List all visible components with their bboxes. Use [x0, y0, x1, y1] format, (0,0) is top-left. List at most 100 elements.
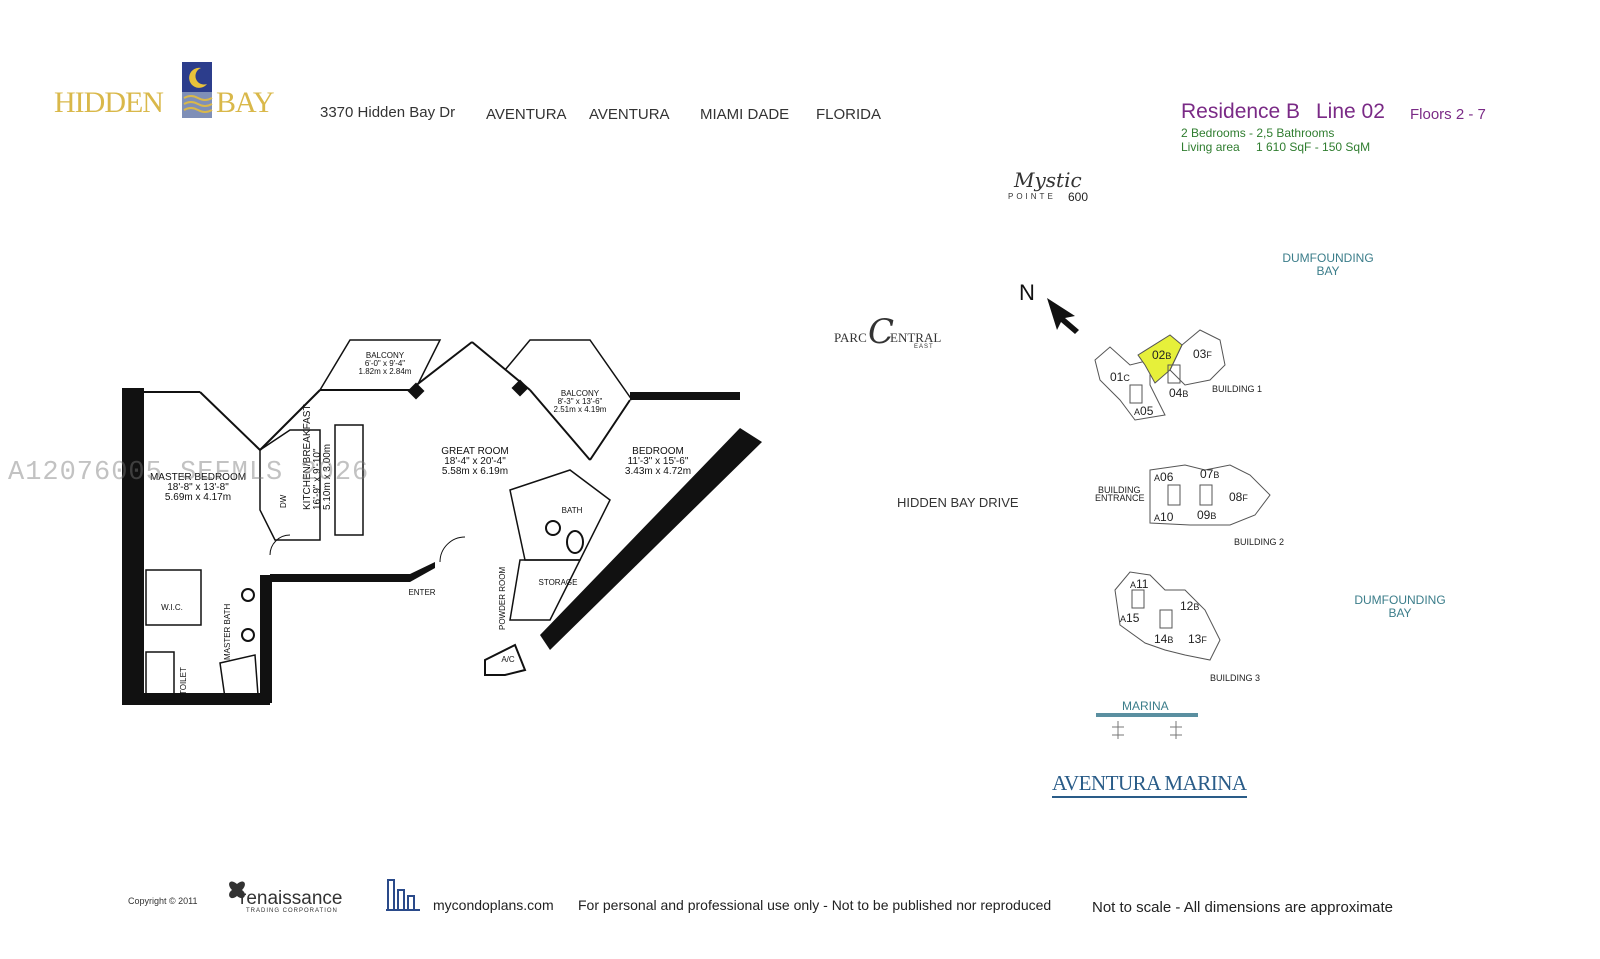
- bedroom-label: BEDROOM: [632, 446, 684, 457]
- balcony-2-dims-imperial: 8'-3" x 13'-6": [558, 397, 603, 406]
- copyright: Copyright © 2011: [128, 896, 198, 906]
- bedroom-dims-imperial: 11'-3" x 15'-6": [628, 456, 689, 467]
- logo-bay-text: BAY: [216, 86, 275, 119]
- balcony-1-dims-imperial: 6'-0" x 9'-4": [365, 359, 405, 368]
- balcony-1-dims-metric: 1.82m x 2.84m: [359, 367, 412, 376]
- unit-02: 02B: [1152, 348, 1171, 362]
- building-1: [1094, 329, 1226, 421]
- aventura-marina-logo: AVENTURA MARINA: [1052, 771, 1247, 798]
- north-arrow-icon: [1047, 298, 1079, 334]
- residence-rooms: 2 Bedrooms - 2,5 Bathrooms: [1181, 126, 1335, 140]
- dumfounding-right-line1: DUMFOUNDING: [1354, 593, 1446, 607]
- master-bedroom-label: MASTER BEDROOM: [150, 472, 246, 483]
- pointe-text: POINTE: [1008, 192, 1056, 201]
- kitchen-label: KITCHEN/BREAKFAST: [302, 404, 313, 510]
- building-entrance-line2: ENTRANCE: [1095, 493, 1145, 503]
- county: MIAMI DADE: [700, 106, 790, 123]
- master-bath-label: MASTER BATH: [223, 603, 232, 660]
- unit-01: 01C: [1110, 370, 1130, 384]
- balcony-2-dims-metric: 2.51m x 4.19m: [554, 405, 607, 414]
- unit-06: A06: [1154, 470, 1174, 484]
- mystic-pointe-logo: Mystic POINTE 600: [1006, 168, 1106, 214]
- site-plan-buildings: 01C 02B 03F 04B A05 BUILDING 1 BUILDING …: [1094, 329, 1284, 683]
- unit-14: 14B: [1154, 632, 1173, 646]
- wall-entry: [270, 562, 435, 582]
- great-room-dims-imperial: 18'-4" x 20'-4": [444, 456, 506, 467]
- unit-03: 03F: [1193, 347, 1212, 361]
- parc-text: PARC: [834, 330, 867, 345]
- great-room-dims-metric: 5.58m x 6.19m: [442, 466, 508, 477]
- toilet-label: TOILET: [179, 667, 188, 695]
- kitchen-dims-metric: 5.10m x 3.00m: [322, 444, 333, 510]
- unit-13: 13F: [1188, 632, 1207, 646]
- city: AVENTURA: [486, 106, 567, 123]
- renaissance-text: renaissance: [240, 888, 343, 909]
- wic-label: W.I.C.: [161, 603, 183, 612]
- marina-dock-icon: [1096, 713, 1198, 739]
- building-2-label: BUILDING 2: [1234, 537, 1284, 547]
- mystic-number: 600: [1068, 190, 1089, 204]
- living-area-value: 1 610 SqF - 150 SqM: [1256, 140, 1371, 154]
- great-room-label: GREAT ROOM: [441, 446, 508, 457]
- master-bedroom-dims-metric: 5.69m x 4.17m: [165, 492, 231, 503]
- bedroom-dims-metric: 3.43m x 4.72m: [625, 466, 691, 477]
- residence-floors: Floors 2 - 7: [1410, 106, 1486, 123]
- central-text: ENTRAL: [890, 330, 942, 345]
- balcony-1-label: BALCONY: [366, 351, 405, 360]
- building-2: [1149, 464, 1271, 526]
- marina-label: MARINA: [1122, 699, 1169, 713]
- building-3: [1114, 571, 1221, 661]
- east-text: EAST: [914, 344, 934, 350]
- residence-line: Line 02: [1316, 100, 1385, 123]
- hidden-bay-logo: HIDDEN BAY: [54, 62, 280, 122]
- unit-07: 07B: [1200, 467, 1219, 481]
- renaissance-logo: renaissance TRADING CORPORATION: [226, 878, 356, 918]
- hidden-bay-drive-label: HIDDEN BAY DRIVE: [897, 495, 1019, 510]
- unit-09: 09B: [1197, 508, 1216, 522]
- dumfounding-top-line2: BAY: [1316, 264, 1340, 278]
- renaissance-sub: TRADING CORPORATION: [246, 908, 338, 914]
- dumfounding-bay-top: DUMFOUNDING BAY: [1280, 252, 1376, 278]
- living-area-label: Living area: [1181, 140, 1240, 154]
- building-3-label: BUILDING 3: [1210, 673, 1260, 683]
- dishwasher-label: DW: [279, 494, 288, 508]
- balcony-2-label: BALCONY: [561, 389, 600, 398]
- moon-logo-icon: [182, 62, 213, 118]
- wall-west: [122, 388, 144, 703]
- scale-notice: Not to scale - All dimensions are approx…: [1092, 899, 1393, 916]
- dumfounding-right-line2: BAY: [1388, 606, 1412, 620]
- dumfounding-bay-right: DUMFOUNDING BAY: [1350, 594, 1450, 620]
- unit-11: A11: [1130, 577, 1149, 591]
- wall-master-bath-east: [260, 575, 272, 703]
- ac-label: A/C: [501, 655, 515, 664]
- usage-notice: For personal and professional use only -…: [578, 897, 1052, 913]
- wall-south-master: [122, 693, 270, 705]
- unit-08: 08F: [1229, 490, 1248, 504]
- unit-15: A15: [1120, 611, 1140, 625]
- logo-hidden-text: HIDDEN: [54, 86, 164, 119]
- dumfounding-top-line1: DUMFOUNDING: [1282, 251, 1374, 265]
- wall-north-bedroom: [630, 392, 740, 400]
- mycondoplans-link[interactable]: mycondoplans.com: [433, 897, 554, 913]
- storage-label: STORAGE: [539, 578, 578, 587]
- north-label: N: [1019, 280, 1035, 305]
- bath-label: BATH: [562, 506, 583, 515]
- central-c-icon: C: [868, 312, 895, 352]
- butterfly-icon: [229, 881, 245, 899]
- powder-room-label: POWDER ROOM: [498, 567, 507, 630]
- floor-plan: BALCONY 6'-0" x 9'-4" 1.82m x 2.84m BALC…: [122, 339, 762, 705]
- unit-05: A05: [1134, 404, 1154, 418]
- parc-central-logo: PARC C ENTRAL EAST: [834, 312, 944, 352]
- wall-east: [540, 428, 762, 650]
- mystic-text: Mystic: [1014, 168, 1082, 192]
- building-1-label: BUILDING 1: [1212, 384, 1262, 394]
- enter-label: ENTER: [408, 588, 435, 597]
- building-entrance-line1: BUILDING: [1098, 485, 1141, 495]
- master-bedroom-dims-imperial: 18'-8" x 13'-8": [167, 482, 229, 493]
- address: 3370 Hidden Bay Dr: [320, 104, 456, 121]
- unit-12: 12B: [1180, 599, 1199, 613]
- city-2: AVENTURA: [589, 106, 670, 123]
- unit-04: 04B: [1169, 386, 1188, 400]
- unit-10: A10: [1154, 510, 1174, 524]
- residence-title: Residence B: [1181, 100, 1301, 123]
